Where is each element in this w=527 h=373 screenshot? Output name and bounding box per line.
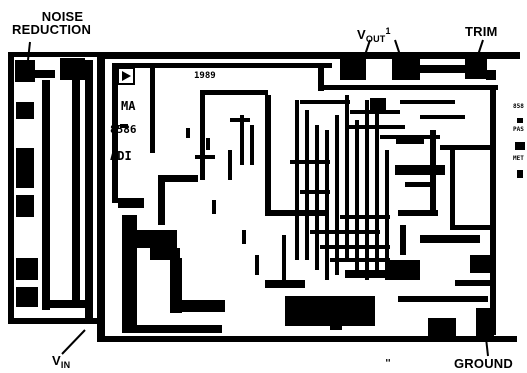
vout-sub: OUT	[365, 34, 386, 44]
die-part-number: 8586	[110, 123, 137, 136]
vout-label: VOUT1	[357, 25, 391, 46]
ground-label: GROUND	[454, 356, 513, 371]
trim-label: TRIM	[465, 24, 498, 39]
die-date-code: 1989	[194, 71, 216, 81]
die-edge-mark-3: MET	[513, 155, 524, 162]
die-metallization	[8, 52, 525, 342]
noise-reduction-label: NOISE REDUCTION	[12, 10, 91, 36]
vin-main: V	[52, 353, 61, 368]
die-markings: 1989 MA 8586 ADI 858 PAS MET "	[110, 71, 524, 369]
vin-sub: IN	[60, 360, 71, 370]
vout-main: V	[357, 27, 366, 42]
noise-reduction-line1: NOISE	[41, 9, 84, 24]
die-maker: ADI	[110, 149, 132, 163]
vin-label: VIN	[52, 354, 70, 372]
die-bottom-mark: "	[385, 358, 391, 369]
vout-sup: 1	[385, 26, 391, 36]
orientation-marker	[117, 67, 135, 85]
noise-reduction-line2: REDUCTION	[12, 22, 92, 37]
die-edge-mark-2: PAS	[513, 126, 524, 133]
die-edge-mark-1: 858	[513, 103, 524, 110]
die-logo: MA	[121, 99, 136, 113]
